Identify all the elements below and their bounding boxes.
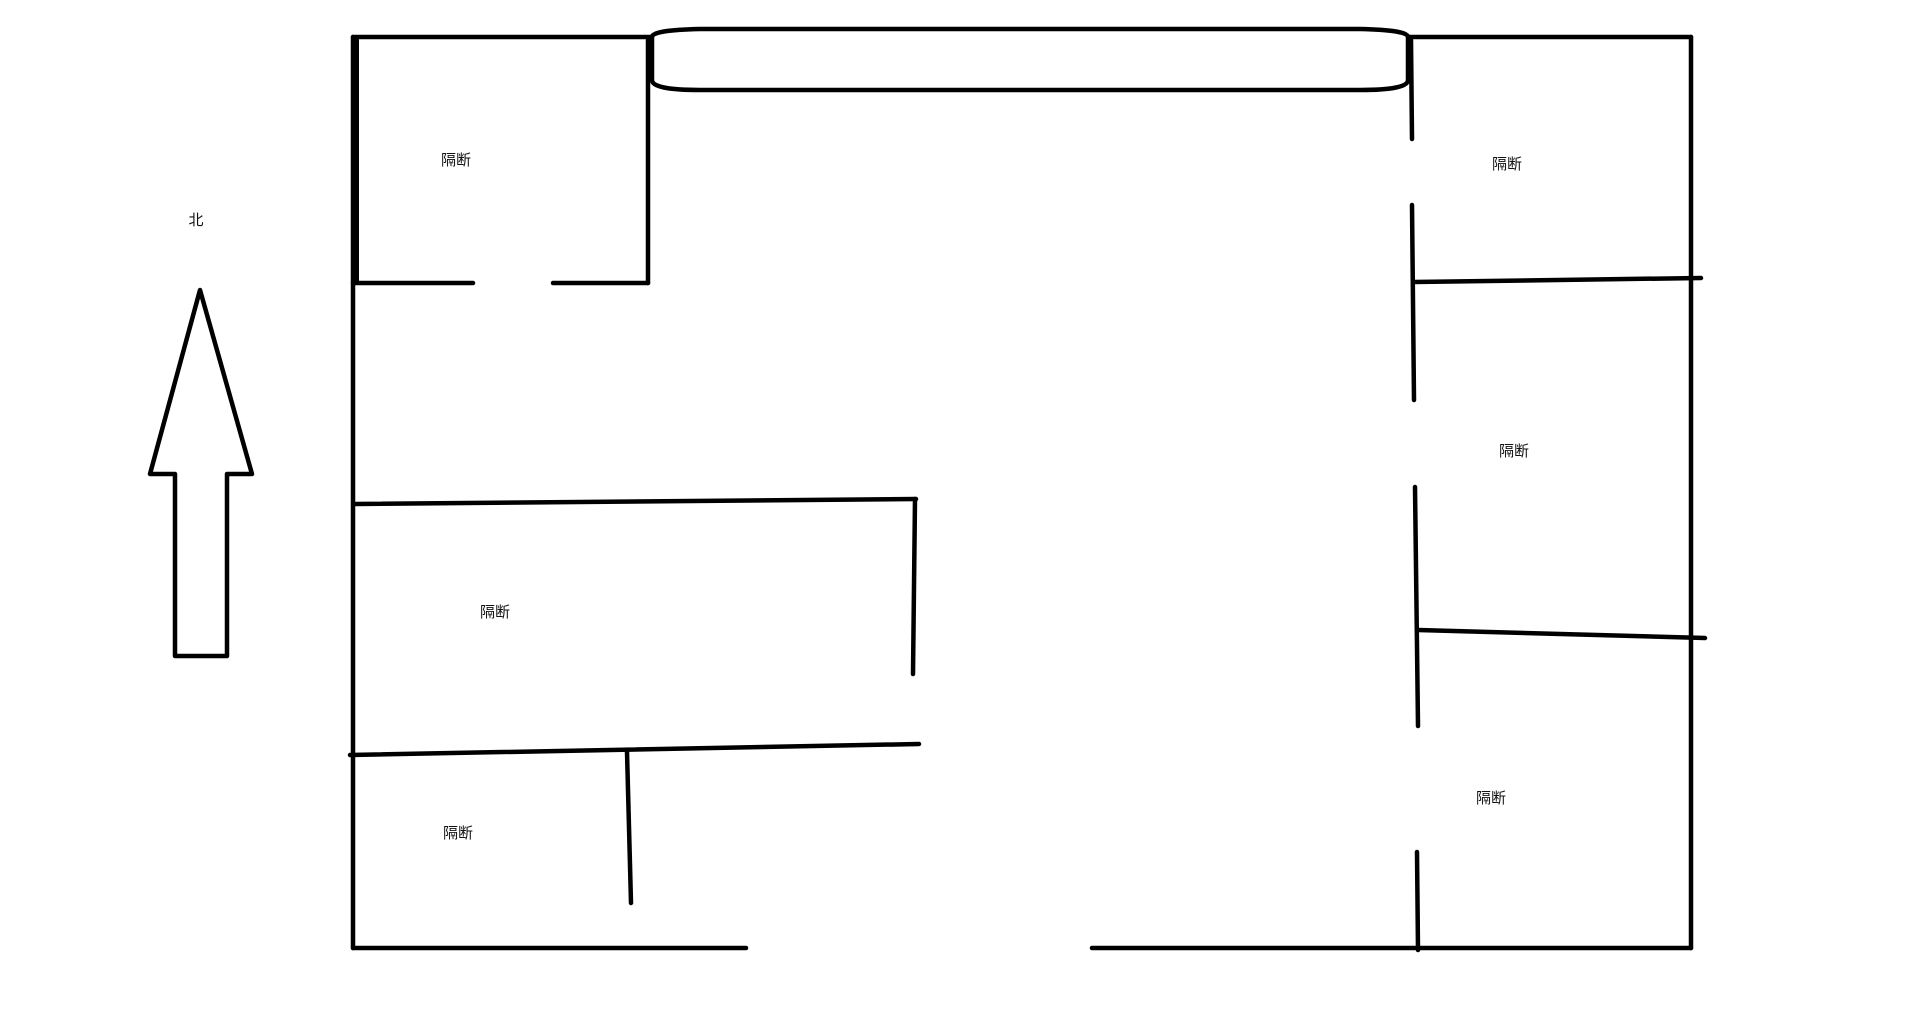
room-east-middle: 隔断 [1499,442,1529,460]
room-northwest-label: 隔断 [441,151,471,169]
east-partition-wall-segment-3 [1412,484,1421,729]
room-southwest-label: 隔断 [443,824,473,842]
east-partition-wall-segment-1 [1408,37,1415,142]
room-west-middle-south-wall [347,741,922,758]
north-label: 北 [188,211,203,229]
east-partition-wall-segment-2 [1409,202,1417,403]
room-east-north: 隔断 [1492,155,1522,173]
room-west-middle-label: 隔断 [480,603,510,621]
room-east-south-label: 隔断 [1476,789,1506,807]
room-east-walls [1408,37,1708,953]
east-partition-wall-segment-4 [1414,849,1421,953]
room-southwest: 隔断 [443,749,634,906]
north-window [649,26,1411,93]
room-southwest-east-wall [624,749,634,906]
room-east-middle-label: 隔断 [1499,442,1529,460]
outer-walls [350,34,1694,951]
room-east-north-label: 隔断 [1492,155,1522,173]
room-west-middle-north-wall [352,496,919,507]
room-west-middle: 隔断 [347,496,922,758]
east-divider-north [1411,275,1704,285]
east-divider-south [1415,627,1708,641]
north-arrow-icon [147,287,255,659]
room-east-south: 隔断 [1476,789,1506,807]
room-west-middle-east-wall [910,496,918,677]
north-arrow: 北 [147,211,255,659]
window-shape [649,26,1411,93]
room-northwest: 隔断 [350,37,651,286]
